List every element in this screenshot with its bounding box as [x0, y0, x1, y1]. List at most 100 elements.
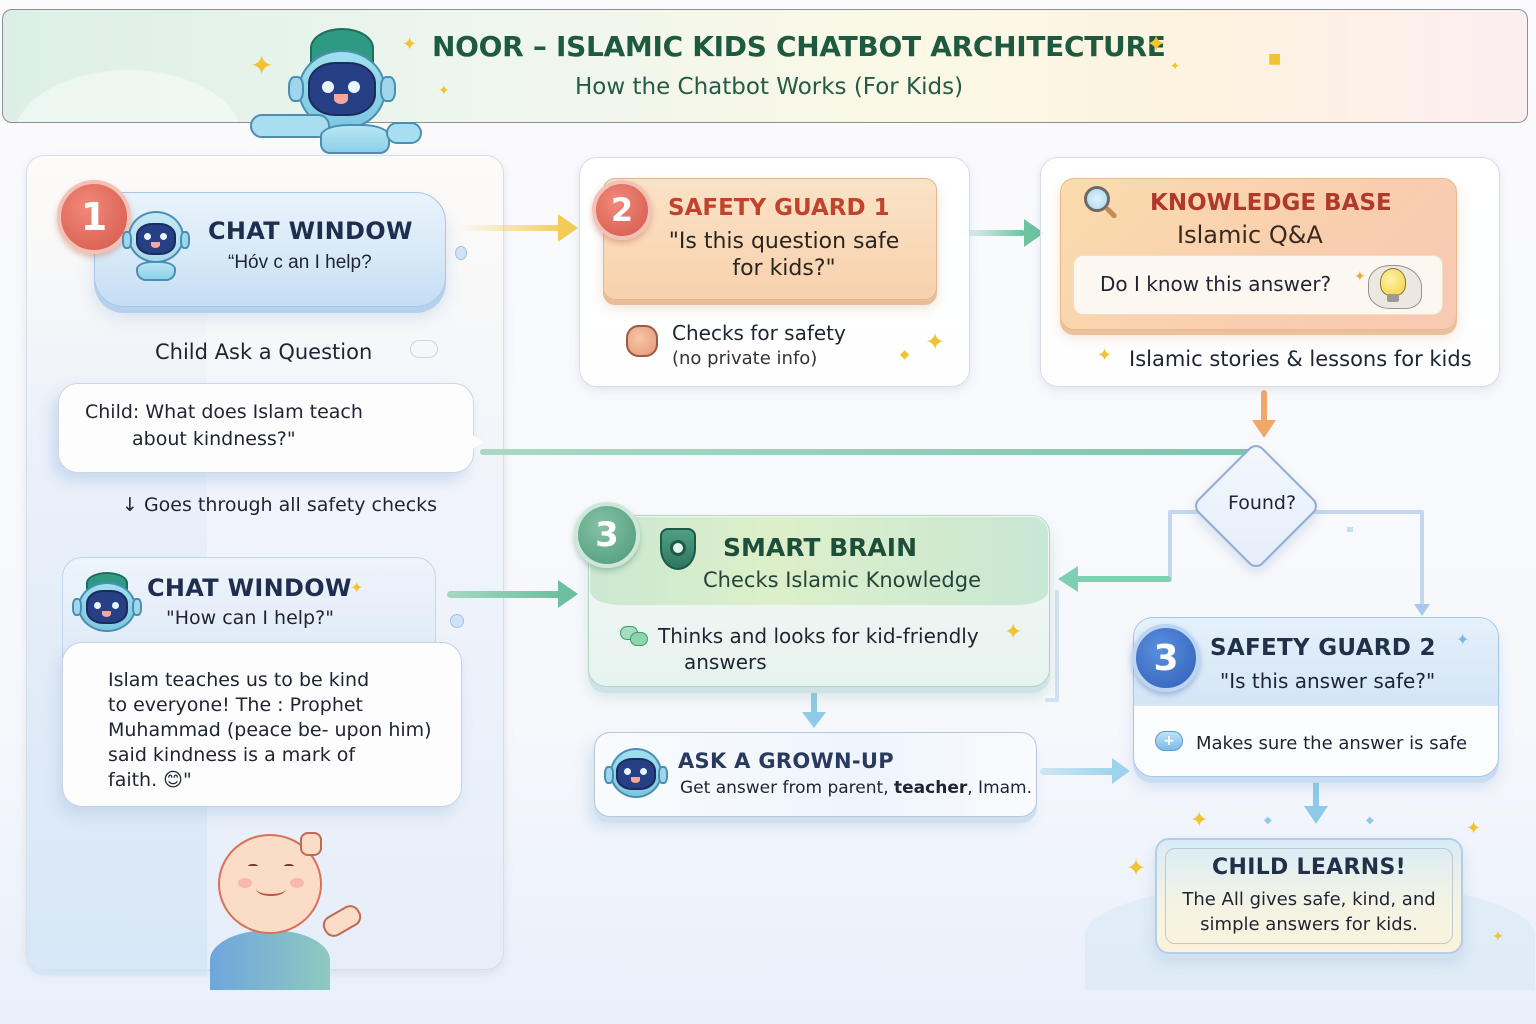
- safety-guard-2-title: SAFETY GUARD 2: [1210, 635, 1436, 661]
- answer-line: to everyone! The : Prophet: [108, 694, 364, 716]
- knowledge-base-note: Islamic stories & lessons for kids: [1129, 347, 1472, 371]
- desc-text: , Imam.: [967, 778, 1033, 798]
- sparkle-icon: ✦: [1170, 59, 1181, 73]
- sparkle-icon: ◆: [900, 347, 910, 361]
- desc-bold-text: teacher: [894, 778, 968, 798]
- robot-avatar-icon: [122, 205, 192, 285]
- sparkle-icon: ✦: [1190, 808, 1209, 833]
- child-ask-caption: Child Ask a Question: [155, 340, 373, 364]
- reply-window-greeting: "How can I help?": [166, 607, 334, 629]
- safety-guard-2-note: Makes sure the answer is safe: [1196, 733, 1468, 754]
- sparkle-icon: ✦: [1354, 269, 1366, 285]
- arrow-guard2-to-child-learns: [1313, 780, 1319, 810]
- pill-decoration: [410, 340, 438, 358]
- arrow-grown-up-to-guard2: [1040, 768, 1115, 775]
- bubble-dot-decoration: [455, 246, 467, 260]
- answer-line: Islam teaches us to be kind: [108, 669, 370, 691]
- decision-label: Found?: [1227, 492, 1297, 514]
- child-learns-title: CHILD LEARNS!: [1212, 855, 1406, 880]
- smart-brain-subtitle: Checks Islamic Knowledge: [703, 568, 982, 592]
- bot-answer-text: Islam teaches us to be kind to everyone!…: [108, 668, 432, 793]
- sparkle-icon: ✦: [1126, 854, 1147, 882]
- arrowhead-icon: [1304, 806, 1328, 824]
- answer-line: faith. 😊": [108, 769, 192, 791]
- knowledge-base-title: KNOWLEDGE BASE: [1150, 190, 1392, 216]
- safety-checks-note: ↓ Goes through all safety checks: [122, 494, 438, 516]
- arrow-kb-to-decision: [1261, 390, 1267, 424]
- ask-grown-up-description: Get answer from parent, teacher, Imam.: [680, 778, 1032, 798]
- sparkle-icon: ✦: [1466, 818, 1482, 839]
- arrowhead-icon: [1252, 420, 1276, 438]
- smart-brain-note-2: answers: [684, 650, 767, 674]
- connector-bracket: [1045, 698, 1059, 702]
- arrow-guard1-to-kb: [955, 230, 1025, 236]
- chat-window-title: CHAT WINDOW: [208, 217, 413, 245]
- knowledge-base-question: Do I know this answer?: [1100, 272, 1332, 296]
- step-badge-3b: 3: [1132, 624, 1200, 692]
- safety-guard-1-title: SAFETY GUARD 1: [668, 195, 890, 221]
- shield-badge-icon: [626, 325, 658, 357]
- connector-bracket: [1055, 590, 1059, 700]
- arrowhead-icon: [1024, 219, 1044, 247]
- connector-bubble-to-decision: [480, 449, 1250, 455]
- bubble-dot-decoration: [450, 614, 464, 628]
- arrowhead-icon: [558, 214, 578, 242]
- chat-window-greeting: “Hóv c an I help?: [228, 252, 372, 273]
- sparkle-icon: ✦: [1456, 630, 1470, 649]
- knowledge-base-subtitle: Islamic Q&A: [1177, 221, 1323, 249]
- arrow-smart-brain-to-grown-up: [811, 688, 817, 718]
- sparkle-icon: ✦: [438, 83, 450, 99]
- safety-guard-1-question: "Is this question safe: [668, 229, 900, 254]
- arrowhead-icon: [558, 580, 578, 608]
- sparkle-icon: ✦: [1146, 30, 1167, 58]
- answer-line: said kindness is a mark of: [108, 744, 356, 766]
- sparkle-icon: ✦: [1097, 345, 1113, 366]
- sparkle-icon: ✦: [1004, 620, 1023, 645]
- child-question-line-1: Child: What does Islam teach: [85, 401, 363, 423]
- step-badge-2: 2: [592, 180, 652, 240]
- robot-avatar-icon: [604, 746, 668, 802]
- child-learns-card[interactable]: [1155, 838, 1463, 954]
- reply-window-title: CHAT WINDOW: [147, 574, 352, 602]
- smart-brain-note: Thinks and looks for kid-friendly: [658, 624, 979, 648]
- connector-decision-yes-branch: [1420, 510, 1424, 606]
- page-title: NOOR – ISLAMIC KIDS CHATBOT ARCHITECTURE: [432, 30, 1166, 63]
- safety-guard-1-card[interactable]: [603, 178, 937, 300]
- robot-mascot-icon: [250, 26, 430, 154]
- dot-decoration: [1347, 527, 1353, 532]
- child-learns-line-2: simple answers for kids.: [1200, 914, 1418, 935]
- step-badge-1: 1: [57, 180, 131, 254]
- sparkle-icon: ◆: [1264, 815, 1272, 826]
- magnifier-icon: [1084, 186, 1110, 212]
- sparkle-icon: ■: [1268, 51, 1282, 67]
- lightbulb-icon: [1380, 268, 1406, 296]
- title-banner: [2, 9, 1528, 123]
- sparkle-icon: ✦: [250, 49, 274, 82]
- bot-answer-card: [62, 642, 462, 807]
- smart-brain-title: SMART BRAIN: [723, 533, 917, 562]
- sparkle-icon: ✦: [402, 34, 418, 55]
- answer-line: Muhammad (peace be- upon him): [108, 719, 432, 741]
- lightbulb-base: [1387, 294, 1399, 302]
- arrowhead-icon: [1112, 758, 1130, 784]
- sparkle-icon: ✦: [350, 578, 364, 597]
- banner-hill-decoration: [13, 70, 243, 122]
- ask-grown-up-title: ASK A GROWN-UP: [678, 749, 894, 773]
- sparkle-icon: ◆: [1366, 815, 1374, 826]
- child-question-line-2: about kindness?": [132, 428, 296, 450]
- waving-child-illustration: [182, 830, 382, 990]
- arrowhead-icon: [802, 712, 826, 728]
- safety-guard-2-question: "Is this answer safe?": [1220, 669, 1436, 693]
- child-learns-line-1: The All gives safe, kind, and: [1182, 889, 1436, 910]
- arrowhead-icon: [1414, 604, 1430, 616]
- safety-guard-1-note: Checks for safety: [672, 321, 846, 345]
- connector-decision-no-branch: [1168, 510, 1212, 514]
- robot-avatar-icon: [72, 572, 142, 642]
- connector-decision-yes-branch: [1300, 510, 1424, 514]
- sparkle-icon: ✦: [925, 328, 946, 356]
- plus-bubble-icon: +: [1155, 731, 1183, 751]
- arrow-chat-to-guard1: [460, 225, 565, 231]
- desc-text: Get answer from parent,: [680, 778, 895, 798]
- connector-decision-no-branch: [1168, 512, 1172, 582]
- arrow-decision-to-smart-brain: [1075, 576, 1171, 582]
